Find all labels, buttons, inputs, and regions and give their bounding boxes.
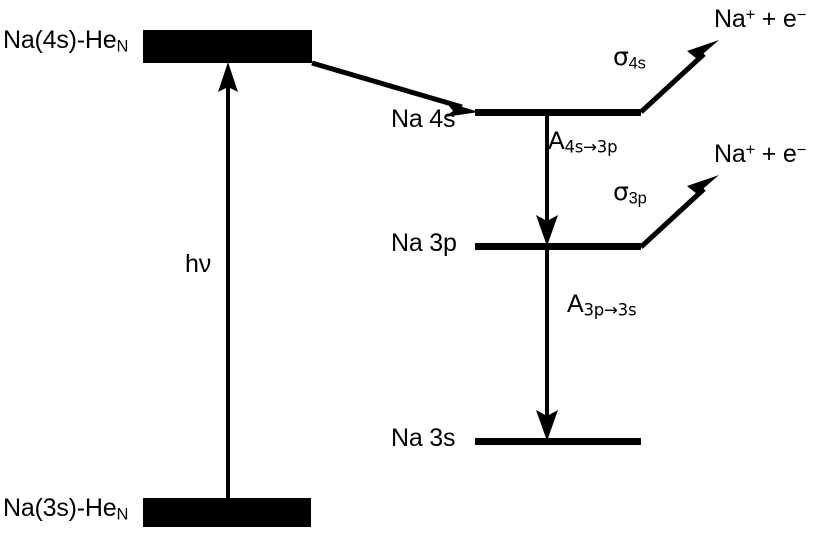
band-na3s-heN bbox=[143, 498, 311, 527]
sigma-3p-arrow bbox=[639, 175, 719, 249]
band-label-na4s-text: Na(4s)-He bbox=[3, 26, 117, 54]
a-3p-3s-label: A3p→3s bbox=[567, 290, 637, 320]
product-3p-electron: e bbox=[782, 140, 797, 168]
sigma-3p-label: σ3p bbox=[613, 179, 647, 207]
a-3p-3s-arrow bbox=[536, 249, 558, 441]
band-label-na4s-heN: Na(4s)-HeN bbox=[3, 28, 128, 55]
h-nu-arrow bbox=[218, 62, 238, 498]
product-3p-cation: Na bbox=[714, 140, 746, 168]
band-to-na4s-arrow bbox=[311, 60, 479, 117]
product-4s-electron-charge: − bbox=[796, 6, 807, 25]
band-na4s-heN bbox=[143, 30, 312, 63]
product-3p-cation-charge: + bbox=[745, 141, 756, 160]
product-label-ionization-4s: Na+ + e− bbox=[714, 7, 806, 32]
a-3p-3s-label-main: A bbox=[567, 290, 584, 318]
level-label-na3p: Na 3p bbox=[391, 229, 457, 257]
a-4s-3p-label: A4s→3p bbox=[548, 127, 618, 157]
product-4s-plus: + bbox=[755, 5, 783, 33]
level-label-na4s: Na 4s bbox=[391, 105, 456, 133]
a-3p-3s-label-sub: 3p→3s bbox=[583, 300, 637, 320]
sigma-4s-label-sub: 4s bbox=[628, 54, 646, 73]
product-3p-electron-charge: − bbox=[796, 141, 807, 160]
band-label-na3s-text: Na(3s)-He bbox=[3, 494, 117, 522]
level-line-na3p bbox=[475, 243, 641, 250]
a-4s-3p-label-sub: 4s→3p bbox=[564, 137, 618, 157]
sigma-3p-label-main: σ bbox=[613, 177, 629, 206]
a-4s-3p-label-main: A bbox=[548, 127, 565, 155]
sigma-4s-label: σ4s bbox=[613, 44, 646, 72]
band-label-na3s-sub: N bbox=[116, 505, 129, 524]
band-label-na3s-heN: Na(3s)-HeN bbox=[3, 496, 128, 523]
sigma-4s-label-main: σ bbox=[613, 42, 629, 71]
h-nu-label: hν bbox=[185, 250, 212, 278]
product-4s-electron: e bbox=[782, 5, 797, 33]
level-label-na3s: Na 3s bbox=[391, 424, 456, 452]
sigma-4s-arrow bbox=[639, 40, 719, 114]
level-line-na4s bbox=[475, 109, 641, 116]
product-4s-cation-charge: + bbox=[745, 6, 756, 25]
band-label-na4s-sub: N bbox=[116, 37, 129, 56]
sigma-3p-label-sub: 3p bbox=[628, 189, 647, 208]
product-3p-plus: + bbox=[755, 140, 783, 168]
level-line-na3s bbox=[475, 438, 641, 445]
product-4s-cation: Na bbox=[714, 5, 746, 33]
a-4s-3p-arrow bbox=[536, 114, 558, 246]
product-label-ionization-3p: Na+ + e− bbox=[714, 142, 806, 167]
